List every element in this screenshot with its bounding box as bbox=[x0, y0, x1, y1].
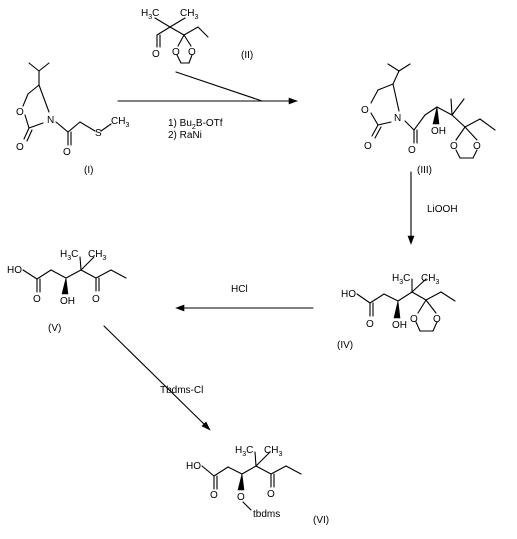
reagent-step1-line2: 2) RaNi bbox=[168, 130, 202, 141]
atom-O-diox-IV-1: O bbox=[410, 314, 418, 325]
atom-HO-IV: HO bbox=[341, 289, 356, 300]
label-II: (II) bbox=[241, 50, 253, 61]
atom-O-diox-III-2: O bbox=[473, 141, 481, 152]
atom-HO-V: HO bbox=[7, 265, 22, 276]
atom-N-III: N bbox=[394, 113, 401, 124]
compound-VI: HO H3C CH3 O O O tbdms (VI) bbox=[186, 445, 329, 526]
label-I: (I) bbox=[84, 165, 93, 176]
compound-III: O N O O OH O O (III) bbox=[361, 63, 496, 176]
h3c-IV: H3C bbox=[392, 273, 410, 286]
atom-O-diox-III-1: O bbox=[450, 141, 458, 152]
atom-OH-III: OH bbox=[431, 126, 446, 137]
atom-O-acyl: O bbox=[63, 147, 71, 158]
atom-O-carbonyl-VI: O bbox=[210, 490, 218, 501]
compound-I: O N O O S CH3 (I) bbox=[16, 62, 129, 176]
atom-O-carbonyl-III: O bbox=[364, 141, 372, 152]
atom-O-ketone-V: O bbox=[92, 294, 100, 305]
ch3-IV: CH3 bbox=[421, 273, 439, 286]
atom-OH-V: OH bbox=[60, 296, 75, 307]
atom-OH-IV: OH bbox=[392, 320, 407, 331]
atom-O-dioxolane-2: O bbox=[188, 47, 196, 58]
tbdms-group: tbdms bbox=[253, 509, 280, 520]
compound-V: HO H3C CH3 O OH O (V) bbox=[7, 249, 127, 334]
atom-O-aldehyde: O bbox=[152, 49, 160, 60]
atom-HO-VI: HO bbox=[186, 461, 201, 472]
arrow-step1: 1) Bu2B-OTf 2) RaNi bbox=[117, 71, 298, 141]
h3c-V: H3C bbox=[60, 249, 78, 262]
reagent-step3: HCl bbox=[231, 284, 248, 295]
atom-O-acyl-III: O bbox=[408, 145, 416, 156]
atom-O-ether-VI: O bbox=[237, 492, 245, 503]
reagent-step4: Tbdms-Cl bbox=[160, 385, 203, 396]
reagent-step1-line1: 1) Bu2B-OTf bbox=[168, 118, 223, 131]
label-III: (III) bbox=[417, 165, 432, 176]
atom-O-carbonyl-V: O bbox=[33, 294, 41, 305]
atom-N: N bbox=[47, 115, 54, 126]
compound-IV: HO H3C CH3 O OH O O (IV) bbox=[337, 273, 456, 351]
atom-S: S bbox=[95, 128, 102, 139]
label-VI: (VI) bbox=[313, 515, 329, 526]
label-V: (V) bbox=[48, 323, 61, 334]
ch3-VI: CH3 bbox=[264, 445, 282, 458]
atom-O-carbonyl: O bbox=[16, 142, 24, 153]
methyl-label: CH3 bbox=[111, 116, 129, 129]
arrow-step3: HCl bbox=[175, 284, 314, 312]
atom-O-dioxolane-1: O bbox=[172, 47, 180, 58]
atom-O-ring-III: O bbox=[361, 105, 369, 116]
compound-II: H3C CH3 O O O (II) bbox=[141, 8, 253, 64]
ch3-V: CH3 bbox=[88, 249, 106, 262]
h3c-VI: H3C bbox=[235, 445, 253, 458]
label-IV: (IV) bbox=[337, 340, 353, 351]
atom-O-carbonyl-IV: O bbox=[366, 319, 374, 330]
ch3-label: CH3 bbox=[180, 8, 198, 21]
atom-O-ketone-VI: O bbox=[267, 489, 275, 500]
arrow-step4: Tbdms-Cl bbox=[103, 325, 211, 431]
h3c-label: H3C bbox=[141, 8, 159, 21]
atom-O-diox-IV-2: O bbox=[433, 314, 441, 325]
arrow-step2: LiOOH bbox=[407, 171, 458, 245]
reagent-step2: LiOOH bbox=[427, 204, 458, 215]
atom-O-ring: O bbox=[16, 107, 24, 118]
